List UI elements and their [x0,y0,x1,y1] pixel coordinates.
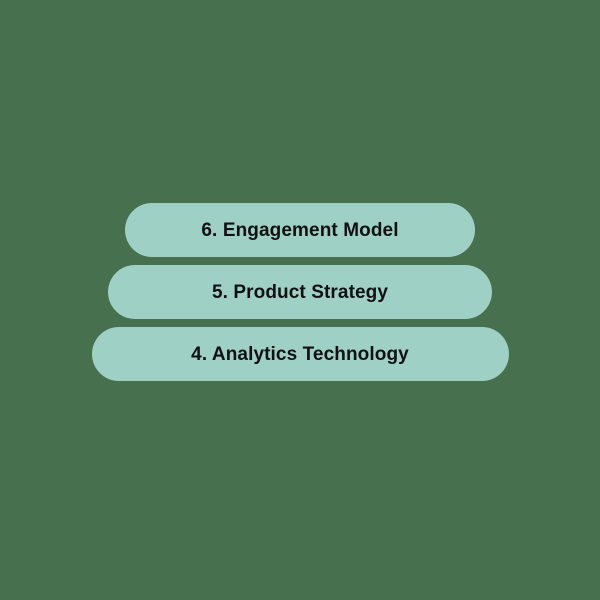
pill-label-analytics-technology: 4. Analytics Technology [191,343,409,365]
pill-level-product-strategy[interactable]: 5. Product Strategy [108,265,492,319]
stacked-pill-diagram: 6. Engagement Model 5. Product Strategy … [0,203,600,381]
pill-level-analytics-technology[interactable]: 4. Analytics Technology [91,327,509,381]
pill-label-product-strategy: 5. Product Strategy [211,281,389,303]
pill-level-engagement-model[interactable]: 6. Engagement Model [125,203,475,257]
pill-label-engagement-model: 6. Engagement Model [201,219,399,241]
